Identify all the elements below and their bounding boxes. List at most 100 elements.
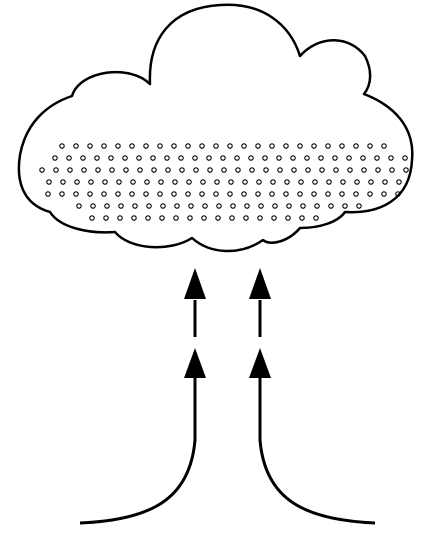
- droplet: [286, 203, 292, 209]
- droplet: [52, 155, 58, 161]
- droplet: [313, 215, 319, 221]
- droplet: [89, 215, 95, 221]
- right-lower-arrowhead: [249, 348, 271, 378]
- droplet: [403, 167, 409, 173]
- droplet: [172, 179, 178, 185]
- droplet: [213, 191, 219, 197]
- water-droplets: [39, 143, 409, 221]
- droplet: [263, 167, 269, 173]
- droplet: [108, 155, 114, 161]
- droplet: [299, 215, 305, 221]
- droplet: [311, 191, 317, 197]
- droplet: [117, 215, 123, 221]
- droplet: [389, 167, 395, 173]
- droplet: [158, 179, 164, 185]
- droplet: [339, 143, 345, 149]
- droplet: [76, 203, 82, 209]
- droplet: [207, 167, 213, 173]
- droplet: [277, 167, 283, 173]
- droplet: [228, 179, 234, 185]
- droplet: [202, 203, 208, 209]
- droplet: [319, 167, 325, 173]
- droplet: [216, 203, 222, 209]
- droplet: [339, 191, 345, 197]
- droplet: [115, 191, 121, 197]
- droplet: [256, 179, 262, 185]
- droplet: [151, 167, 157, 173]
- droplet: [66, 155, 72, 161]
- droplet: [356, 203, 362, 209]
- droplet: [271, 215, 277, 221]
- droplet: [229, 215, 235, 221]
- droplet: [46, 179, 52, 185]
- droplet: [129, 191, 135, 197]
- droplet: [220, 155, 226, 161]
- droplet: [311, 143, 317, 149]
- droplet: [146, 203, 152, 209]
- droplet: [353, 143, 359, 149]
- droplet: [244, 203, 250, 209]
- droplet: [214, 179, 220, 185]
- droplet: [136, 155, 142, 161]
- droplet: [187, 215, 193, 221]
- droplet: [73, 191, 79, 197]
- droplet: [137, 167, 143, 173]
- droplet: [360, 155, 366, 161]
- droplet: [346, 155, 352, 161]
- droplet: [367, 143, 373, 149]
- droplet: [262, 155, 268, 161]
- droplet: [171, 191, 177, 197]
- droplet: [74, 179, 80, 185]
- droplet: [123, 167, 129, 173]
- droplet: [354, 179, 360, 185]
- droplet: [103, 215, 109, 221]
- droplet: [143, 191, 149, 197]
- droplet: [326, 179, 332, 185]
- droplet: [285, 215, 291, 221]
- droplet: [53, 167, 59, 173]
- droplet: [290, 155, 296, 161]
- droplet: [171, 143, 177, 149]
- droplet: [165, 167, 171, 173]
- droplet: [129, 143, 135, 149]
- droplet: [227, 191, 233, 197]
- droplet: [116, 179, 122, 185]
- droplet: [157, 143, 163, 149]
- droplet: [241, 191, 247, 197]
- droplet: [95, 167, 101, 173]
- droplet: [388, 155, 394, 161]
- droplet: [122, 155, 128, 161]
- right-upper-arrowhead: [249, 268, 271, 299]
- droplet: [60, 179, 66, 185]
- droplet: [164, 155, 170, 161]
- droplet: [276, 155, 282, 161]
- droplet: [109, 167, 115, 173]
- droplet: [118, 203, 124, 209]
- droplet: [104, 203, 110, 209]
- left-upper-arrowhead: [184, 268, 206, 299]
- droplet: [87, 143, 93, 149]
- droplet: [143, 143, 149, 149]
- right-air-stream: [258, 378, 376, 525]
- droplet: [101, 143, 107, 149]
- droplet: [298, 179, 304, 185]
- droplet: [88, 179, 94, 185]
- droplet: [284, 179, 290, 185]
- droplet: [305, 167, 311, 173]
- droplet: [213, 143, 219, 149]
- droplet: [270, 179, 276, 185]
- droplet: [59, 143, 65, 149]
- droplet: [314, 203, 320, 209]
- droplet: [39, 167, 45, 173]
- droplet: [272, 203, 278, 209]
- droplet: [255, 143, 261, 149]
- droplet: [178, 155, 184, 161]
- droplet: [188, 203, 194, 209]
- droplet: [235, 167, 241, 173]
- droplet: [269, 143, 275, 149]
- droplet: [185, 191, 191, 197]
- droplet: [297, 143, 303, 149]
- droplet: [59, 191, 65, 197]
